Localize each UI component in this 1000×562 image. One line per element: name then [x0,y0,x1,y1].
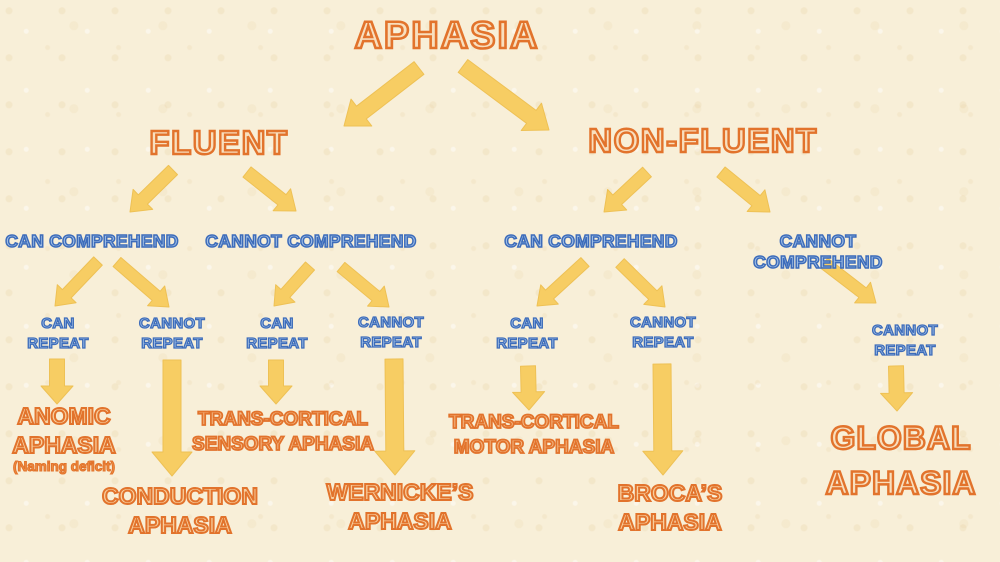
node-repeat-fl-can-can: CAN REPEAT [27,314,90,352]
node-global-aphasia: GLOBAL APHASIA [824,419,977,502]
node-fluent-cannot-comprehend: CANNOT COMPREHEND [205,230,417,252]
node-repeat-nf-can-can: CAN REPEAT [496,314,559,352]
node-anomic-note: (Naming deficit) [12,458,116,474]
arrow-nfcan-to-cannot-repeat [615,258,666,308]
node-repeat-fl-cannot-can: CAN REPEAT [246,314,309,352]
arrow-flcannot-to-can-repeat [273,261,315,307]
arrow-to-global [880,365,914,412]
arrow-fluent-to-can-comprehend [129,164,178,213]
arrow-nonfluent-to-can-comprehend [603,166,652,213]
arrow-flcan-to-can-repeat [54,256,103,307]
arrow-flcannot-to-cannot-repeat [336,261,390,308]
arrow-to-wernickes [374,358,416,476]
arrow-to-conduction [151,359,193,477]
node-brocas-aphasia: BROCA’S APHASIA [617,479,724,536]
node-wernickes-aphasia: WERNICKE’S APHASIA [326,478,475,535]
node-aphasia: APHASIA [353,14,540,59]
node-repeat-nf-cannot-cannot: CANNOT REPEAT [871,321,938,359]
arrow-nfcannot-to-cannot-repeat [819,257,877,304]
node-nonfluent-cannot-comprehend: CANNOT COMPREHEND [753,230,884,273]
arrow-nonfluent-to-cannot-comprehend [716,166,771,213]
node-repeat-fl-cannot-cannot: CANNOT REPEAT [357,313,424,351]
arrow-to-transcortical-sensory [259,359,293,405]
arrow-nfcan-to-can-repeat [536,257,590,307]
arrow-to-brocas [642,363,684,476]
arrow-to-anomic [40,358,74,405]
node-nonfluent-can-comprehend: CAN COMPREHEND [504,230,679,252]
node-repeat-fl-can-cannot: CANNOT REPEAT [138,314,205,352]
node-anomic-aphasia: ANOMIC APHASIA [11,402,117,459]
arrow-root-to-fluent [343,61,425,127]
arrow-fluent-to-cannot-comprehend [242,166,297,212]
node-transcortical-sensory: TRANS-CORTICAL SENSORY APHASIA [191,408,375,456]
node-transcortical-motor: TRANS-CORTICAL MOTOR APHASIA [448,411,620,459]
arrow-to-transcortical-motor [512,365,546,411]
node-non-fluent: NON-FLUENT [587,121,818,160]
node-conduction-aphasia: CONDUCTION APHASIA [101,482,259,539]
node-repeat-nf-can-cannot: CANNOT REPEAT [629,313,696,351]
arrow-flcan-to-cannot-repeat [112,257,170,308]
node-fluent: FLUENT [148,123,289,162]
node-fluent-can-comprehend: CAN COMPREHEND [5,230,180,252]
arrow-root-to-nonfluent [457,59,550,131]
